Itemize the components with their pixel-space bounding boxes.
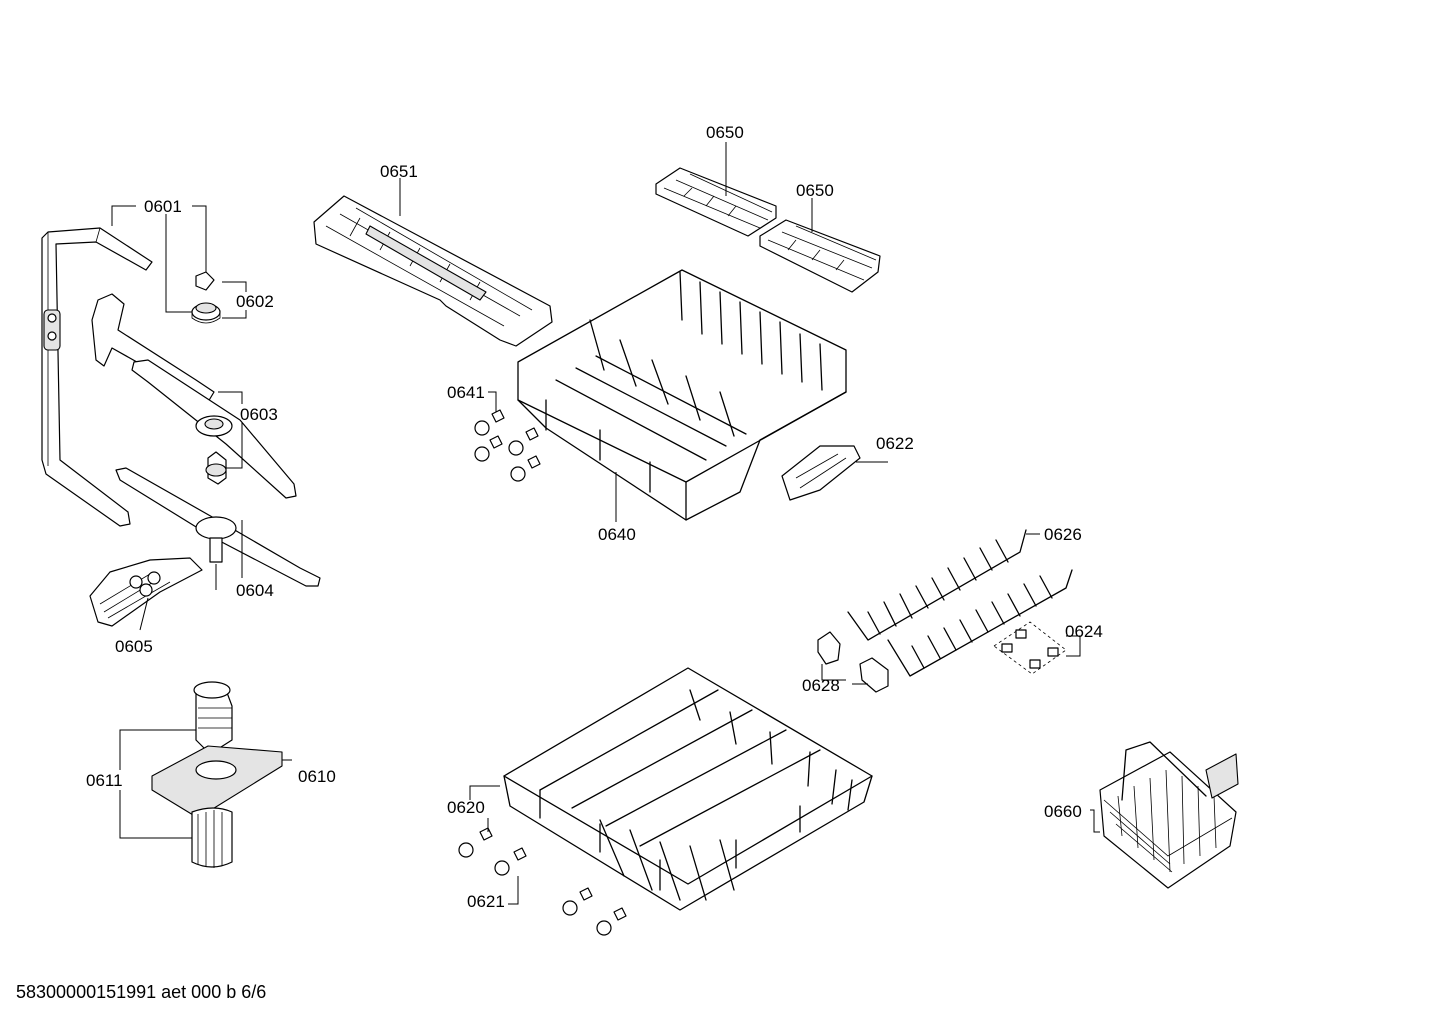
pipe-connector-parts (191, 271, 221, 324)
spray-arm-supply-pipe (41, 227, 153, 527)
label-0641: 0641 (447, 383, 485, 402)
label-0610: 0610 (298, 767, 336, 786)
label-0603: 0603 (240, 405, 278, 424)
tine-row-clips (993, 621, 1067, 675)
lower-basket-rollers (458, 827, 627, 936)
lower-basket (503, 667, 873, 911)
sump-filter-assembly (151, 681, 283, 868)
rack-holder-clips (817, 631, 889, 693)
cutlery-basket (1099, 741, 1239, 889)
label-0651: 0651 (380, 162, 418, 181)
label-0640: 0640 (598, 525, 636, 544)
document-id-footer: 58300000151991 aet 000 b 6/6 (16, 982, 267, 1002)
cup-shelf-racks (655, 167, 881, 293)
label-0624: 0624 (1065, 622, 1103, 641)
folding-tine-rows (847, 529, 1073, 677)
basket-handle (781, 445, 861, 501)
label-0601: 0601 (144, 197, 182, 216)
label-0660: 0660 (1044, 802, 1082, 821)
label-0611: 0611 (86, 771, 123, 790)
label-0650-second: 0650 (796, 181, 834, 200)
label-0628: 0628 (802, 676, 840, 695)
label-0602: 0602 (236, 292, 274, 311)
lower-spray-arm (115, 467, 321, 587)
micro-filter-plate (89, 557, 203, 627)
label-0604: 0604 (236, 581, 274, 600)
label-0605: 0605 (115, 637, 153, 656)
label-0650-top: 0650 (706, 123, 744, 142)
cutlery-tray (313, 195, 553, 347)
label-0626: 0626 (1044, 525, 1082, 544)
label-0620: 0620 (447, 798, 485, 817)
label-0621: 0621 (467, 892, 505, 911)
basket-rollers (474, 409, 541, 482)
label-0622: 0622 (876, 434, 914, 453)
upper-spray-arm (91, 293, 297, 499)
leader-lines (111, 142, 1100, 905)
upper-basket (517, 269, 847, 521)
